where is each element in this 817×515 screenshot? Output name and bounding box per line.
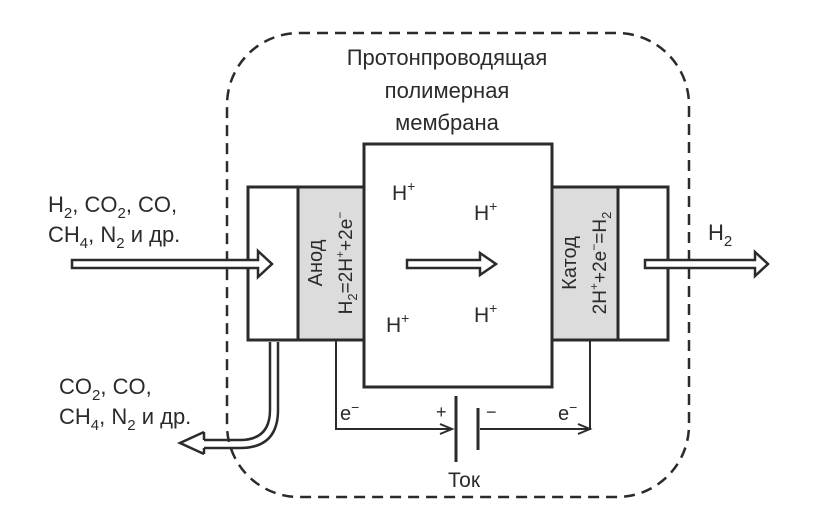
membrane-title-line1: Протонпроводящая — [347, 45, 548, 70]
proton-label: H+ — [386, 310, 409, 337]
proton-flow-arrow — [405, 250, 499, 278]
electron-label-left: e− — [340, 399, 359, 425]
proton-label: H+ — [474, 300, 497, 327]
battery-minus-sign: − — [486, 402, 497, 422]
anode-reaction: H2=2H++2e− — [333, 212, 360, 315]
circuit-arrowhead-right — [577, 423, 593, 435]
membrane-title-line2: полимерная — [385, 78, 510, 103]
exhaust-gas-line1: CO2, CO, — [59, 374, 152, 404]
anode-electrode — [296, 185, 366, 342]
circuit-arrowhead-left — [439, 423, 455, 435]
battery-plus-sign: + — [436, 402, 447, 422]
input-gas-arrow — [70, 248, 274, 280]
electron-label-right: e− — [558, 399, 577, 425]
output-h2-arrow — [643, 249, 770, 279]
input-gas-line2: CH4, N2 и др. — [48, 222, 180, 252]
membrane-title-line3: мембрана — [395, 110, 499, 135]
output-h2-label: H2 — [708, 220, 732, 250]
proton-label: H+ — [392, 178, 415, 205]
exhaust-gas-arrow — [176, 342, 280, 456]
cathode-reaction: 2H++2e−=H2 — [587, 212, 614, 315]
input-gas-line1: H2, CO2, CO, — [48, 192, 177, 222]
proton-label: H+ — [474, 198, 497, 225]
cathode-label: Катод — [559, 236, 581, 290]
current-label: Ток — [448, 469, 481, 492]
anode-label: Анод — [305, 239, 327, 286]
exhaust-gas-line2: CH4, N2 и др. — [59, 404, 191, 434]
